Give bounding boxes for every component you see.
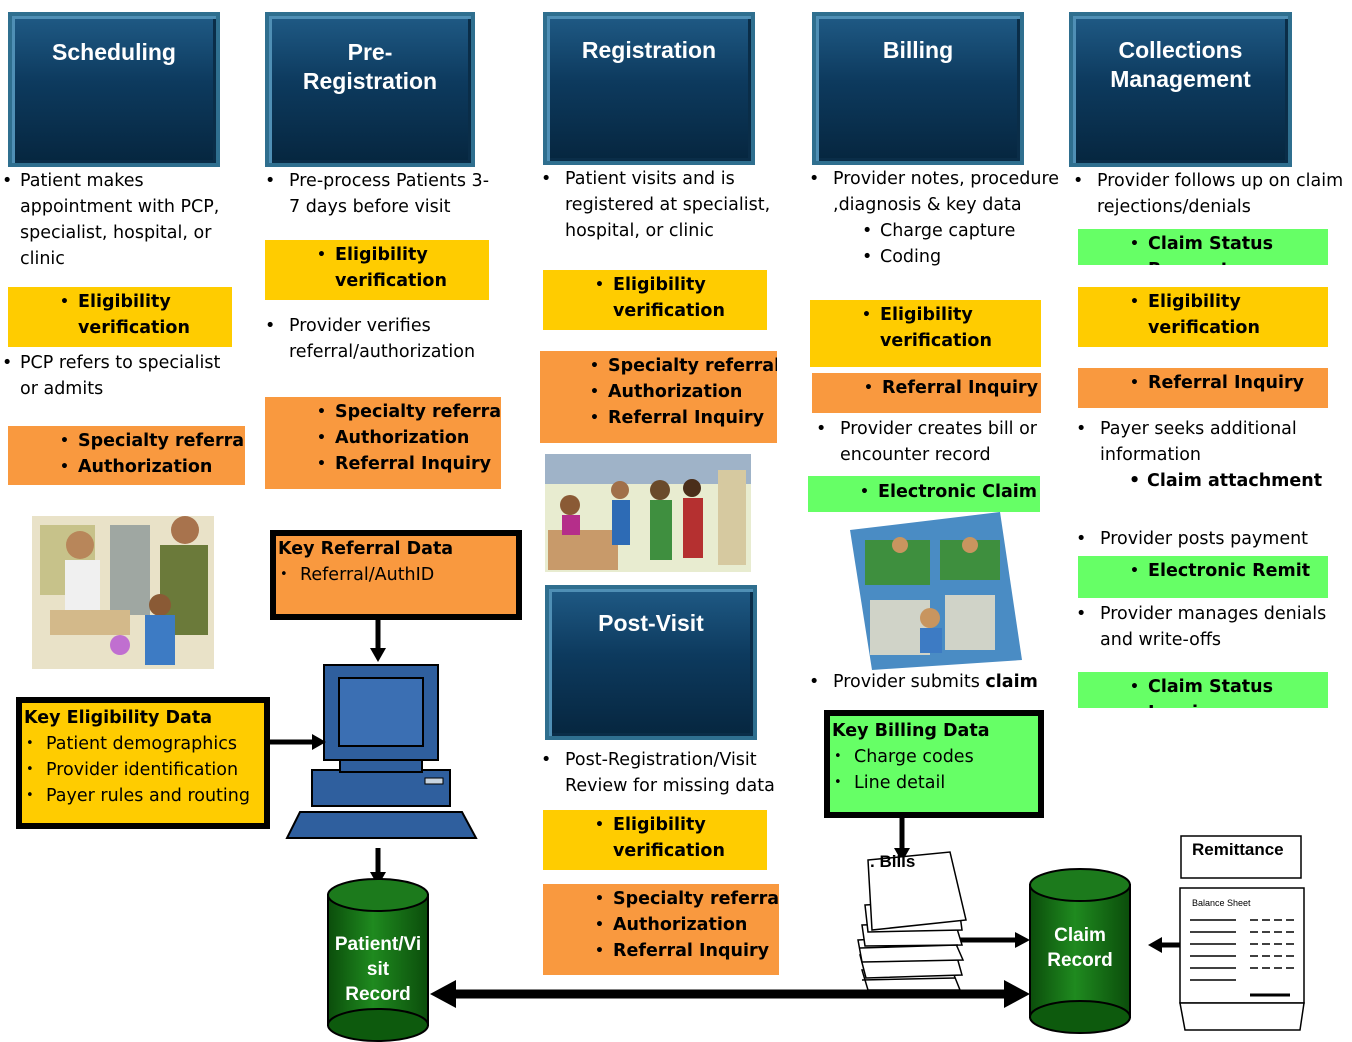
billing-text-2: •Provider creates bill or encounter reco…: [816, 419, 1038, 465]
collections-claim-status-box-2: Claim Status Inquiry: [1078, 672, 1328, 708]
list-item: Referral Inquiry: [864, 375, 1041, 401]
list-item: Authorization: [60, 454, 245, 480]
billing-sub-1: •Charge capture: [862, 221, 1016, 241]
key-referral-data-box: Key Referral Data Referral/AuthID: [270, 530, 522, 620]
claim-record-label: Claim Record: [1047, 925, 1113, 971]
key-eligibility-title: Key Eligibility Data: [24, 708, 212, 728]
billing-eligibility-box: Eligibility verification: [810, 300, 1041, 367]
list-item: Eligibility verification: [862, 302, 1000, 354]
list-item: Referral Inquiry: [595, 938, 779, 964]
pre-registration-referral-box: Specialty referral Authorization Referra…: [265, 397, 501, 489]
header-scheduling: Scheduling: [8, 12, 220, 167]
pre-registration-text-2: •Provider verifies referral/authorizatio…: [265, 316, 476, 362]
scheduling-text-2: •PCP refers to specialist or admits: [2, 353, 221, 399]
list-item: Line detail: [830, 770, 1038, 796]
list-item: Electronic Claim: [860, 479, 1040, 505]
bills-label: . Bills: [870, 852, 916, 871]
list-item: Eligibility verification: [595, 812, 733, 864]
header-post-visit: Post-Visit: [545, 585, 757, 740]
list-item: Provider identification: [22, 757, 264, 783]
billing-referral-box: Referral Inquiry: [812, 373, 1041, 413]
post-visit-text-1: •Post-Registration/Visit Review for miss…: [541, 750, 775, 796]
computer-icon: [285, 664, 478, 839]
remittance-label: Remittance: [1192, 840, 1284, 859]
scheduling-eligibility-box: Eligibility verification: [8, 287, 232, 347]
collections-text-2-sub: •Claim attachment: [1129, 471, 1323, 491]
connector-arrows: [270, 620, 1180, 1008]
key-eligibility-data-box: Key Eligibility Data Patient demographic…: [16, 697, 270, 829]
list-item: Authorization: [317, 425, 501, 451]
key-billing-title: Key Billing Data: [832, 721, 990, 741]
collections-text-4: •Provider manages denials and write-offs: [1076, 604, 1327, 650]
list-item: Eligibility verification: [1130, 289, 1268, 341]
post-visit-referral-box: Specialty referral Authorization Referra…: [543, 884, 779, 975]
billing-text-3: •Provider submits claim: [809, 672, 1038, 692]
registration-text-1: •Patient visits and is registered at spe…: [541, 169, 771, 241]
list-item: Authorization: [590, 379, 777, 405]
list-item: Specialty referral: [590, 353, 777, 379]
billing-claim-box: Electronic Claim: [808, 476, 1040, 512]
list-item: Payer rules and routing: [22, 783, 264, 809]
collections-referral-box: Referral Inquiry: [1078, 368, 1328, 408]
patient-visit-record-label: Patient/Vi sit Record: [334, 934, 422, 1005]
list-item: Eligibility verification: [595, 272, 733, 324]
collections-text-1: •Provider follows up on claim rejections…: [1073, 171, 1344, 217]
key-referral-title: Key Referral Data: [278, 539, 454, 559]
billing-text-1: •Provider notes, procedure ,diagnosis & …: [809, 169, 1060, 215]
list-item: Eligibility verification: [60, 289, 198, 341]
scheduling-referral-box: Specialty referral Authorization: [8, 426, 245, 485]
collections-remit-box: Electronic Remit: [1078, 556, 1328, 598]
bills-stack-icon: [857, 851, 967, 991]
list-item: Referral Inquiry: [1130, 370, 1328, 396]
list-item: Specialty referral: [317, 399, 501, 425]
list-item: Referral Inquiry: [590, 405, 777, 431]
list-item: Specialty referral: [595, 886, 779, 912]
header-pre-registration: Pre- Registration: [265, 12, 475, 167]
list-item: Authorization: [595, 912, 779, 938]
claim-record-cylinder: [1029, 868, 1131, 1034]
list-item: Charge codes: [830, 744, 1038, 770]
list-item: Claim Status Inquiry: [1130, 674, 1278, 708]
list-item: Claim Status Request: [1130, 231, 1278, 265]
key-billing-data-box: Key Billing Data Charge codes Line detai…: [824, 710, 1044, 818]
balance-sheet-label: Balance Sheet: [1192, 898, 1251, 908]
registration-desk-illustration: [545, 454, 751, 572]
scheduling-text-1: •Patient makes appointment with PCP, spe…: [2, 171, 220, 269]
header-billing: Billing: [812, 12, 1024, 165]
pre-registration-text-1: •Pre-process Patients 3-7 days before vi…: [265, 171, 490, 217]
clinic-illustration: [32, 516, 214, 669]
patient-visit-record-cylinder: [327, 878, 429, 1042]
list-item: Referral Inquiry: [317, 451, 501, 477]
list-item: Eligibility verification: [317, 242, 455, 294]
registration-eligibility-box: Eligibility verification: [543, 270, 767, 330]
pre-registration-eligibility-box: Eligibility verification: [265, 240, 489, 300]
collections-text-2: •Payer seeks additional information: [1076, 419, 1297, 465]
collections-claim-status-box-1: Claim Status Request: [1078, 229, 1328, 265]
registration-referral-box: Specialty referral Authorization Referra…: [540, 351, 777, 443]
header-registration: Registration: [543, 12, 755, 165]
list-item: Electronic Remit: [1130, 558, 1328, 584]
billing-sub-2: •Coding: [862, 247, 942, 267]
list-item: Specialty referral: [60, 428, 245, 454]
list-item: Patient demographics: [22, 731, 264, 757]
collections-eligibility-box: Eligibility verification: [1078, 287, 1328, 347]
post-visit-eligibility-box: Eligibility verification: [543, 810, 767, 870]
office-cubicles-illustration: [850, 512, 1022, 670]
collections-text-3: •Provider posts payment: [1076, 529, 1309, 549]
list-item: Referral/AuthID: [276, 562, 516, 588]
balance-sheet-icon: [1179, 835, 1305, 1031]
header-collections: Collections Management: [1069, 12, 1292, 167]
